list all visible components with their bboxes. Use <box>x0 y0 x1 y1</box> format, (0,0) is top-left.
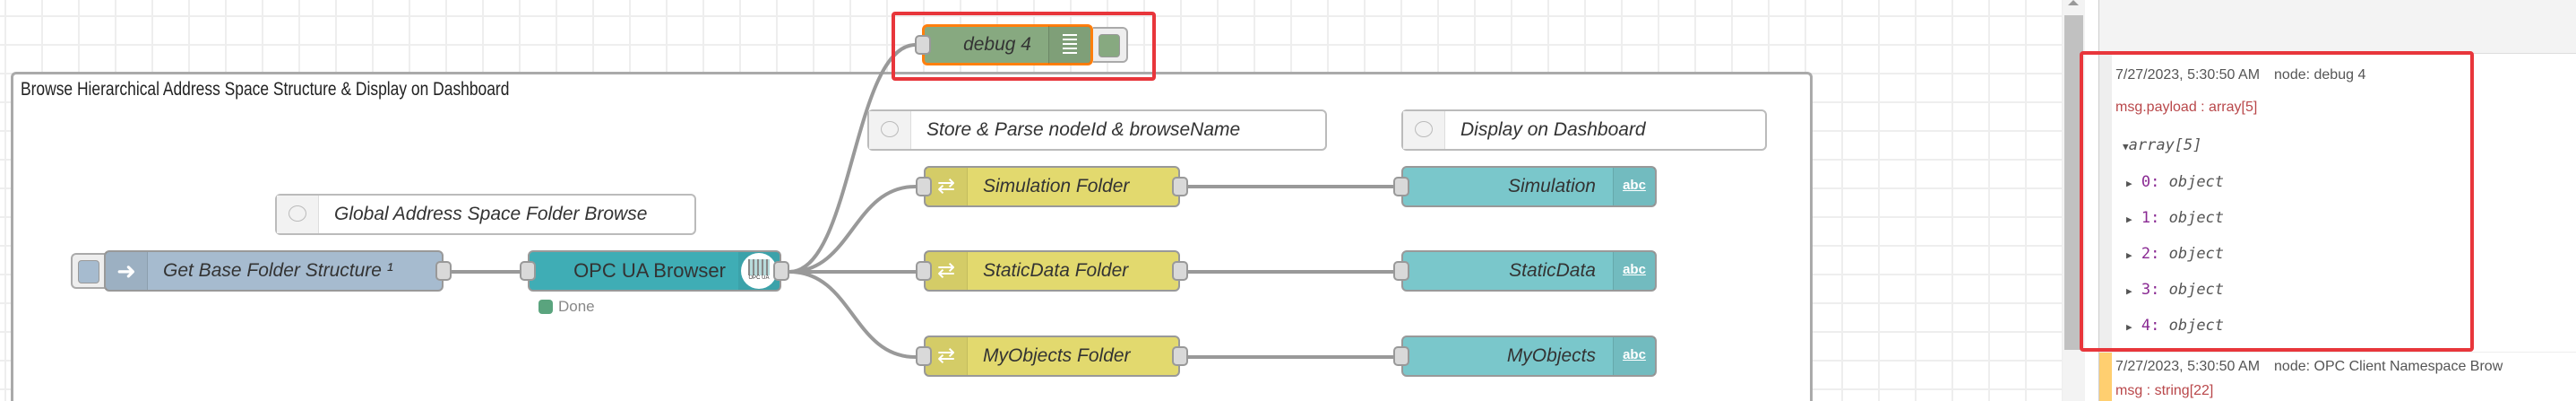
caret-right-icon: ▶ <box>2126 321 2132 333</box>
flow-canvas[interactable]: Browse Hierarchical Address Space Struct… <box>0 0 2063 401</box>
output-port[interactable] <box>1172 177 1188 196</box>
sidebar-divider[interactable] <box>2098 0 2099 401</box>
output-port[interactable] <box>773 261 789 281</box>
message-timestamp: 7/27/2023, 5:30:50 AM <box>2115 67 2261 83</box>
inject-button[interactable] <box>71 253 110 289</box>
tree-item[interactable]: ▶ 3: object <box>2126 281 2224 299</box>
message-topic: msg.payload : array[5] <box>2115 100 2258 115</box>
change-label: MyObjects Folder <box>983 345 1131 366</box>
debug-message: 7/27/2023, 5:30:50 AM node: debug 4 msg.p… <box>2099 54 2576 353</box>
status-text: Done <box>558 298 595 315</box>
highlight-box-debug-node <box>892 12 1156 81</box>
opc-label: OPC UA Browser <box>573 259 726 282</box>
tree-item[interactable]: ▶ 2: object <box>2126 245 2224 263</box>
caret-right-icon: ▶ <box>2126 285 2132 297</box>
speech-bubble-icon <box>1403 111 1445 149</box>
tree-item-key: 1: <box>2141 209 2160 227</box>
change-label: StaticData Folder <box>983 260 1129 281</box>
comment-node[interactable]: Global Address Space Folder Browse <box>275 194 696 235</box>
message-timestamp: 7/27/2023, 5:30:50 AM <box>2115 359 2261 374</box>
tree-item-value: object <box>2168 209 2225 227</box>
debug-sidebar: 7/27/2023, 5:30:50 AM node: debug 4 msg.p… <box>2063 0 2576 401</box>
message-node[interactable]: node: debug 4 <box>2274 67 2366 83</box>
text-label: StaticData <box>1509 260 1596 281</box>
input-port[interactable] <box>916 261 932 281</box>
shuffle-icon: ⇄ <box>926 337 968 375</box>
speech-bubble-icon <box>277 196 319 233</box>
tree-item[interactable]: ▶ 1: object <box>2126 209 2224 227</box>
tree-item[interactable]: ▶ 0: object <box>2126 173 2224 191</box>
abc-icon: abc <box>1613 252 1655 290</box>
tree-item-key: 4: <box>2141 317 2160 335</box>
change-node-staticdata[interactable]: ⇄ StaticData Folder <box>916 250 1188 292</box>
message-node[interactable]: node: OPC Client Namespace Brow <box>2274 359 2503 374</box>
debug-node-label: debug 4 <box>963 34 1031 55</box>
inject-node[interactable]: ➜ Get Base Folder Structure ¹ <box>104 250 452 292</box>
text-node-simulation[interactable]: Simulation abc <box>1393 166 1657 207</box>
opc-logo-text: OPC UA <box>748 275 770 281</box>
tree-item-key: 3: <box>2141 281 2160 299</box>
change-node-simulation[interactable]: ⇄ Simulation Folder <box>916 166 1188 207</box>
tree-item-value: object <box>2168 281 2225 299</box>
group-title: Browse Hierarchical Address Space Struct… <box>21 79 510 100</box>
input-port[interactable] <box>1393 177 1409 196</box>
comment-label: Global Address Space Folder Browse <box>334 204 648 224</box>
text-node-myobjects[interactable]: MyObjects abc <box>1393 336 1657 377</box>
inject-label: Get Base Folder Structure ¹ <box>163 260 393 281</box>
text-label: MyObjects <box>1506 345 1596 366</box>
comment-label: Store & Parse nodeId & browseName <box>926 119 1241 140</box>
list-icon <box>1048 26 1090 64</box>
caret-right-icon: ▶ <box>2126 178 2132 189</box>
caret-right-icon: ▶ <box>2126 214 2132 225</box>
message-bar <box>2099 353 2112 401</box>
comment-label: Display on Dashboard <box>1460 119 1646 140</box>
highlight-box-debug-message <box>2080 51 2474 352</box>
change-node-myobjects[interactable]: ⇄ MyObjects Folder <box>916 336 1188 377</box>
arrow-in-icon: ➜ <box>106 252 148 290</box>
shuffle-icon: ⇄ <box>926 168 968 205</box>
opc-ua-logo-icon: OPC UA <box>738 252 780 290</box>
message-meta: 7/27/2023, 5:30:50 AM node: OPC Client Na… <box>2115 359 2503 375</box>
output-port[interactable] <box>435 261 452 281</box>
comment-node[interactable]: Display on Dashboard <box>1401 109 1767 151</box>
scrollbar-thumb[interactable] <box>2064 15 2083 350</box>
sidebar-toolbar <box>2099 0 2576 54</box>
abc-icon: abc <box>1613 168 1655 205</box>
tree-item-value: object <box>2168 317 2225 335</box>
input-port[interactable] <box>916 177 932 196</box>
debug-node[interactable]: debug 4 <box>915 24 1093 65</box>
tree-item-key: 0: <box>2141 173 2160 191</box>
tree-root[interactable]: ▼array[5] <box>2123 136 2202 154</box>
input-port[interactable] <box>1393 346 1409 366</box>
tree-item[interactable]: ▶ 4: object <box>2126 317 2224 335</box>
opc-ua-browser-node[interactable]: OPC UA Browser OPC UA <box>520 250 789 292</box>
change-label: Simulation Folder <box>983 176 1130 196</box>
tree-item-value: object <box>2168 173 2225 191</box>
shuffle-icon: ⇄ <box>926 252 968 290</box>
output-port[interactable] <box>1172 261 1188 281</box>
debug-toggle-button[interactable] <box>1093 27 1128 63</box>
tree-item-key: 2: <box>2141 245 2160 263</box>
output-port[interactable] <box>1172 346 1188 366</box>
text-node-staticdata[interactable]: StaticData abc <box>1393 250 1657 292</box>
caret-down-icon: ▼ <box>2123 141 2129 153</box>
tree-root-label: array[5] <box>2128 136 2202 154</box>
text-label: Simulation <box>1507 176 1596 196</box>
tree-item-value: object <box>2168 245 2225 263</box>
comment-node[interactable]: Store & Parse nodeId & browseName <box>867 109 1327 151</box>
message-meta: 7/27/2023, 5:30:50 AM node: debug 4 <box>2115 67 2365 83</box>
input-port[interactable] <box>916 346 932 366</box>
abc-icon: abc <box>1613 337 1655 375</box>
debug-message: 7/27/2023, 5:30:50 AM node: OPC Client Na… <box>2099 353 2576 401</box>
input-port[interactable] <box>1393 261 1409 281</box>
speech-bubble-icon <box>869 111 911 149</box>
status-indicator <box>538 300 553 314</box>
scroll-up-arrow-icon[interactable] <box>2068 0 2079 5</box>
caret-right-icon: ▶ <box>2126 249 2132 261</box>
input-port[interactable] <box>520 261 536 281</box>
message-bar <box>2099 54 2112 352</box>
message-topic: msg : string[22] <box>2115 383 2214 398</box>
